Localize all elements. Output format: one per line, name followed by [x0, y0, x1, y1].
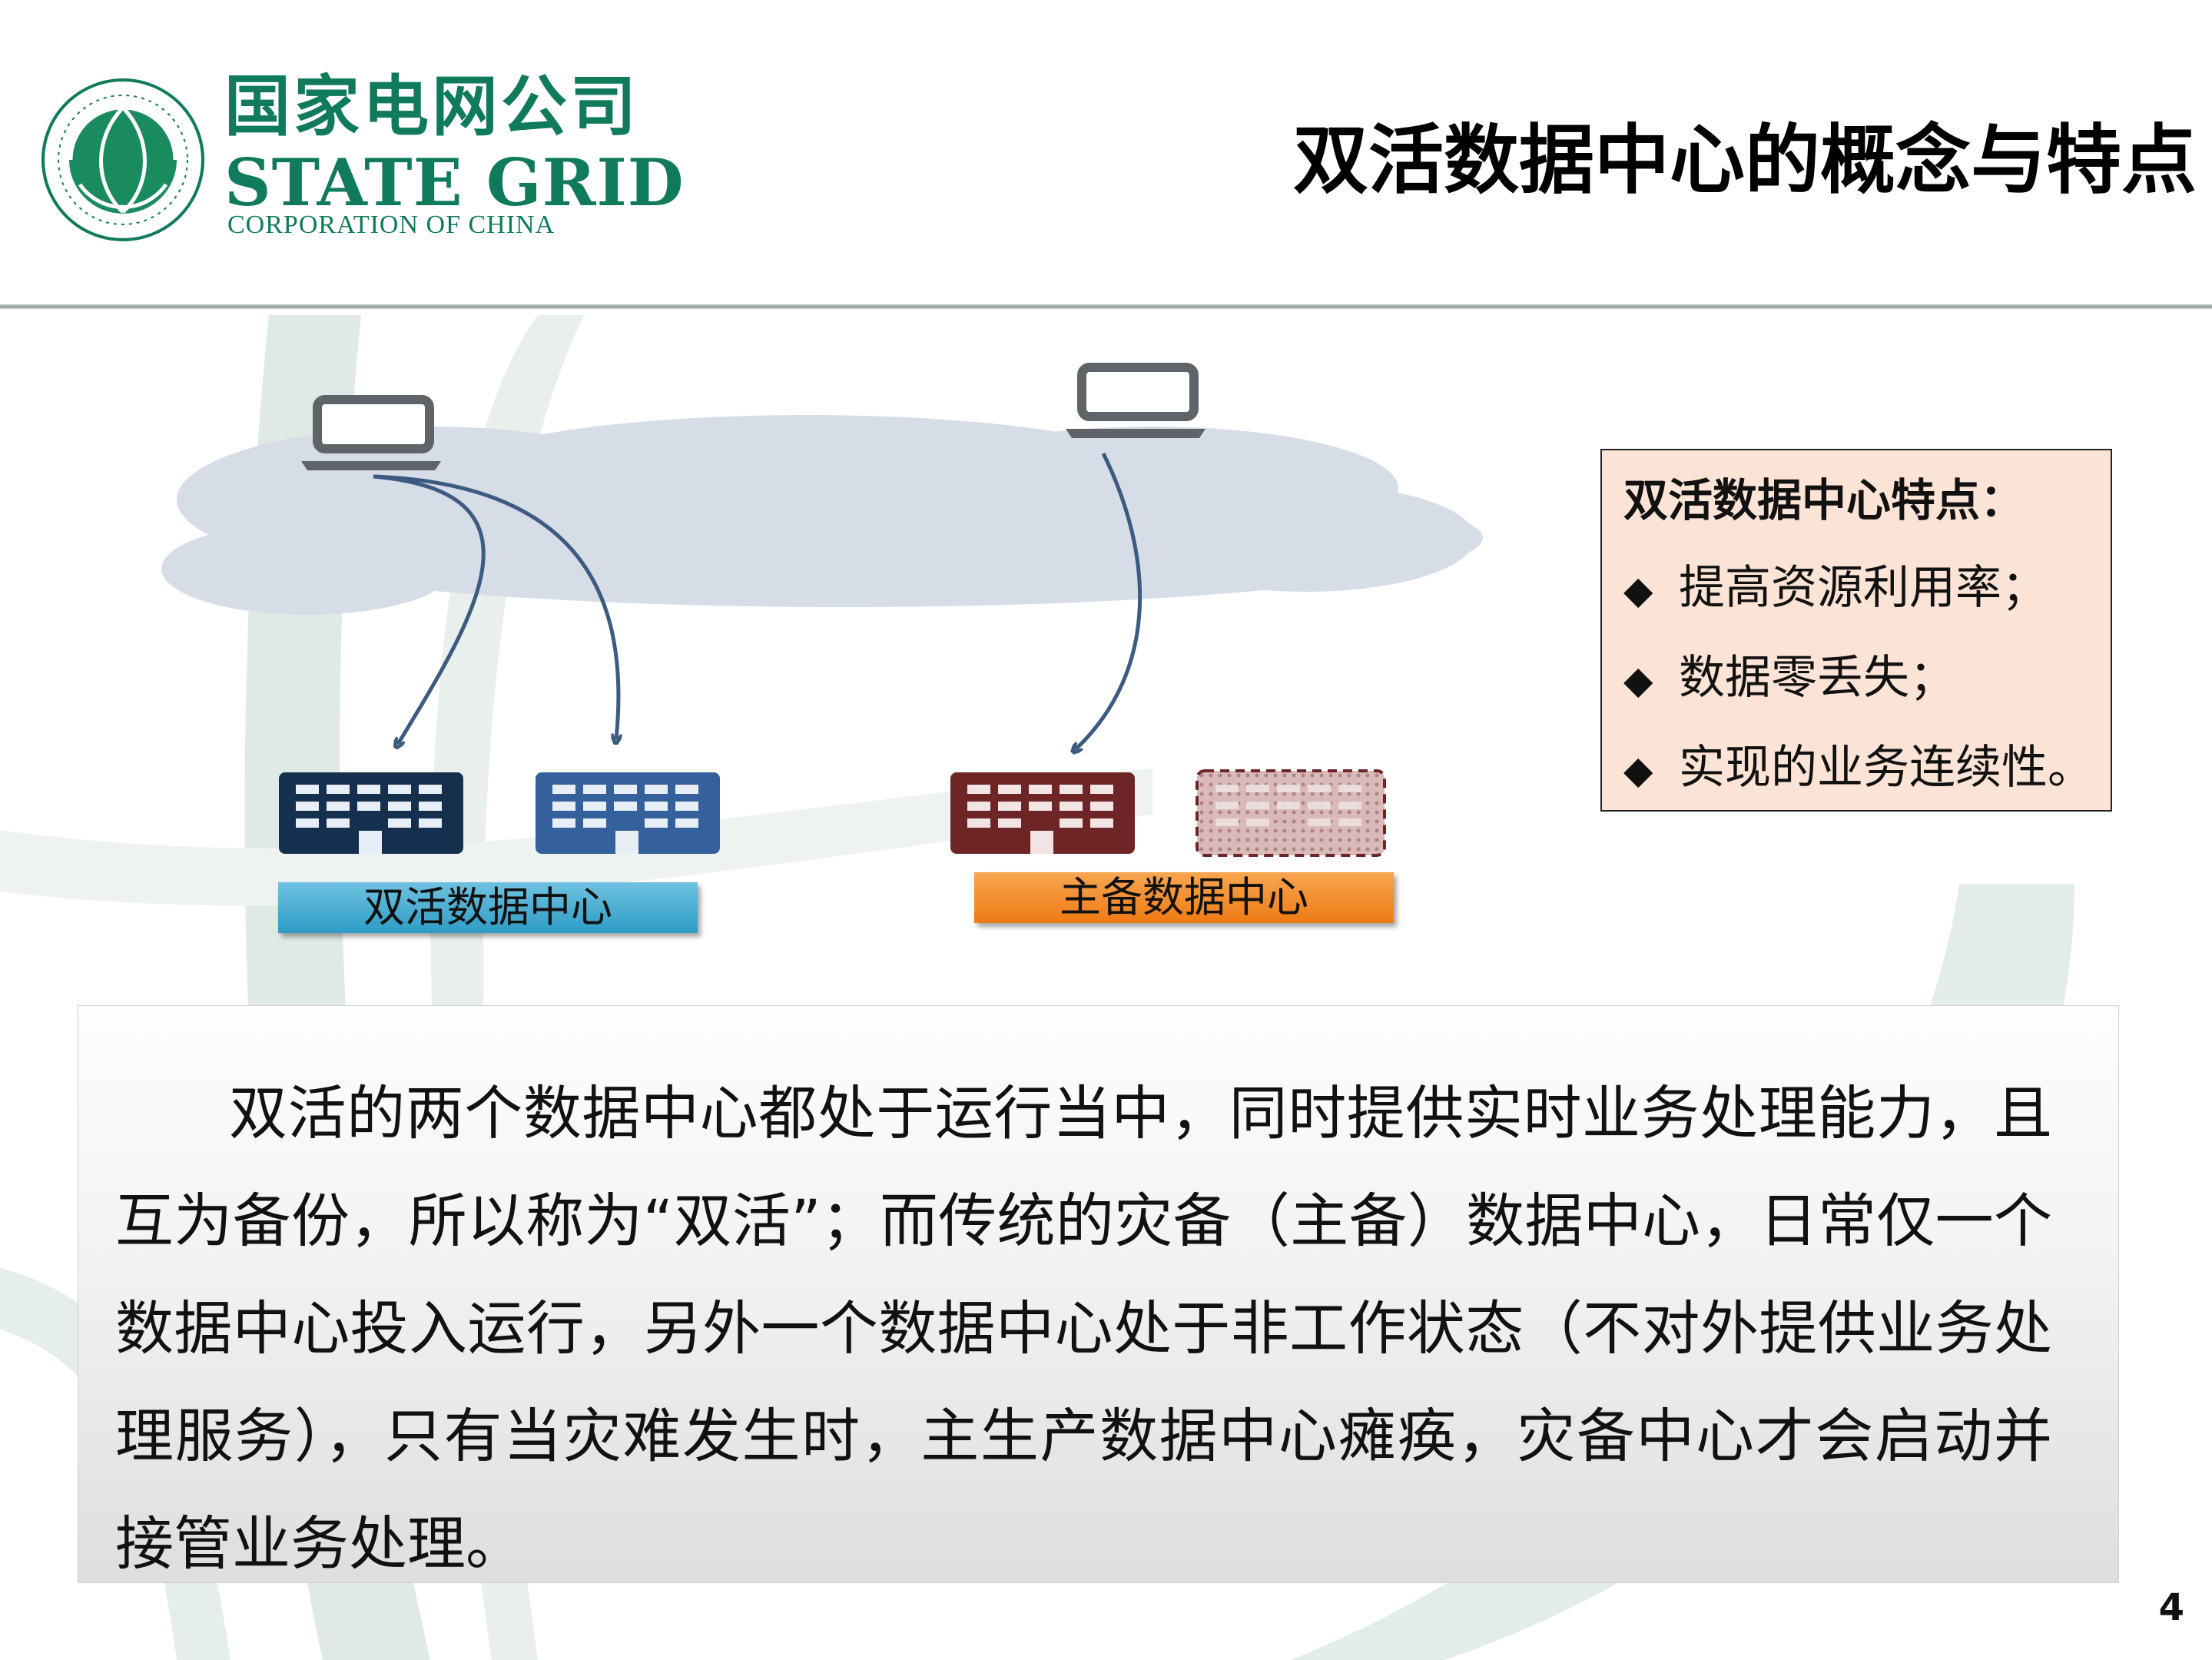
- datacenter-icon: [950, 772, 1135, 854]
- arrow-to-dc2: [373, 474, 618, 739]
- feature-item: ◆ 数据零丢失；: [1623, 652, 2092, 706]
- diamond-bullet-icon: ◆: [1623, 658, 1653, 702]
- state-grid-emblem-icon: [41, 78, 204, 241]
- datacenter-diagram: [161, 363, 1483, 857]
- features-box: 双活数据中心特点： ◆ 提高资源利用率； ◆ 数据零丢失； ◆ 实现的业务连续性。: [1600, 449, 2112, 812]
- header-divider: [0, 304, 2212, 309]
- page-number: 4: [2158, 1586, 2184, 1629]
- diamond-bullet-icon: ◆: [1623, 748, 1653, 792]
- feature-item-text: 数据零丢失；: [1679, 651, 1955, 705]
- label-active-active: 双活数据中心: [278, 882, 698, 933]
- slide-title: 双活数据中心的概念与特点: [1292, 117, 2197, 204]
- features-heading: 双活数据中心特点：: [1623, 474, 2025, 526]
- description-text: 双活的两个数据中心都处于运行当中，同时提供实时业务处理能力，且互为备份，所以称为…: [115, 1079, 2052, 1578]
- feature-item-text: 实现的业务连续性。: [1679, 741, 2094, 795]
- datacenter-icon: [279, 772, 463, 854]
- company-subtitle: CORPORATION OF CHINA: [227, 211, 555, 239]
- description-box: 双活的两个数据中心都处于运行当中，同时提供实时业务处理能力，且互为备份，所以称为…: [78, 1005, 2119, 1583]
- arrow-to-dc1: [373, 474, 486, 744]
- company-name-cn: 国家电网公司: [224, 68, 639, 145]
- diamond-bullet-icon: ◆: [1623, 568, 1653, 613]
- arrow-to-dc3: [1076, 452, 1142, 749]
- feature-item: ◆ 实现的业务连续性。: [1623, 741, 2094, 795]
- datacenter-icon: [536, 772, 720, 854]
- feature-item-text: 提高资源利用率；: [1679, 561, 2048, 615]
- feature-item: ◆ 提高资源利用率；: [1623, 563, 2092, 616]
- datacenter-icon: [1196, 769, 1386, 857]
- company-name-en: STATE GRID: [224, 144, 685, 221]
- label-active-standby: 主备数据中心: [974, 872, 1394, 923]
- laptop-icon: [1066, 363, 1205, 438]
- laptop-icon: [301, 395, 441, 470]
